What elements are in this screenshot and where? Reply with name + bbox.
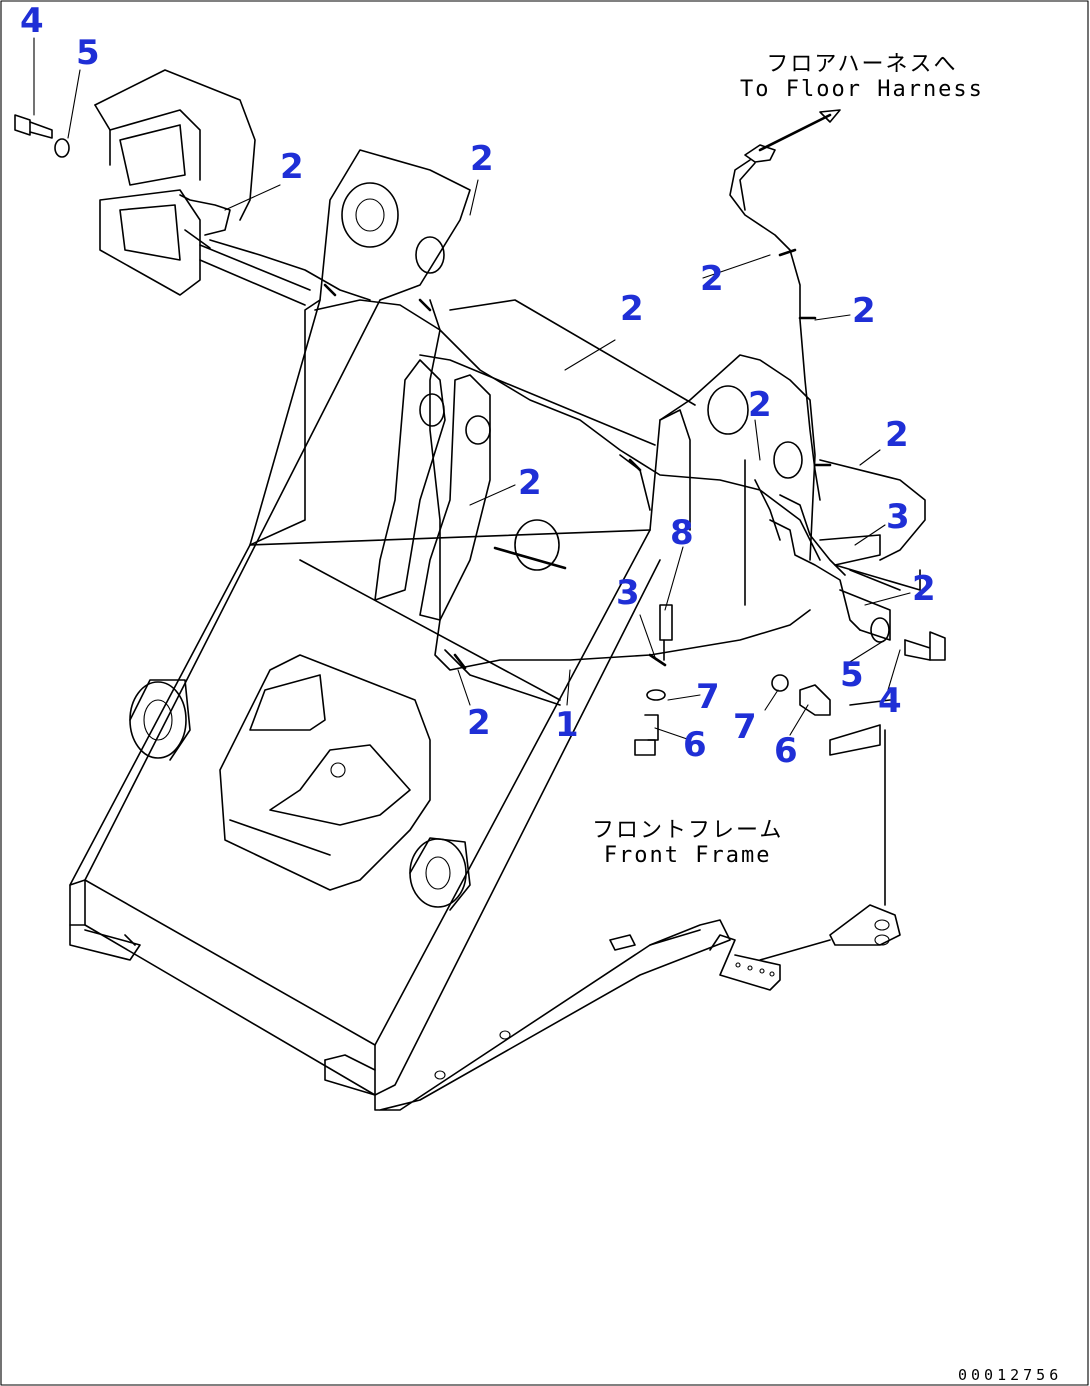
callout-7-washer: 7 (733, 707, 757, 747)
callout-5-washer: 5 (840, 655, 864, 695)
callout-2-clamp: 2 (620, 289, 644, 329)
callout-6-bolt: 6 (774, 731, 798, 771)
floor-harness-caption: フロアハーネスへ To Floor Harness (740, 52, 984, 103)
left-work-lamp (14, 69, 311, 306)
callout-5-washer: 5 (76, 33, 100, 73)
floor-harness-caption-jp: フロアハーネスへ (766, 52, 958, 77)
callout-2-clamp: 2 (885, 415, 909, 455)
callout-3-clip: 3 (616, 573, 640, 613)
leader-lines (33, 37, 911, 741)
callout-2-clamp: 2 (748, 385, 772, 425)
callout-6-bolt: 6 (683, 725, 707, 765)
callout-2-clamp: 2 (467, 703, 491, 743)
front-frame-caption: フロントフレーム Front Frame (592, 818, 783, 869)
callout-8-bracket: 8 (670, 513, 694, 553)
callout-2-clamp: 2 (912, 569, 936, 609)
callout-2-clamp: 2 (518, 463, 542, 503)
callout-2-clamp: 2 (280, 147, 304, 187)
front-frame-body (69, 149, 816, 1096)
front-frame-caption-en: Front Frame (603, 843, 772, 869)
callout-1-harness: 1 (555, 705, 579, 745)
callout-4-bolt: 4 (878, 681, 902, 721)
front-frame-base (69, 729, 901, 1111)
right-work-lamp (819, 459, 946, 756)
callout-7-washer: 7 (696, 677, 720, 717)
floor-harness-caption-en: To Floor Harness (740, 77, 984, 103)
callout-4-bolt: 4 (20, 1, 44, 41)
front-frame-caption-jp: フロントフレーム (592, 818, 784, 843)
callout-2-clamp: 2 (470, 139, 494, 179)
wiring-harness (209, 109, 861, 756)
callout-3-clip: 3 (886, 497, 910, 537)
callout-2-clamp: 2 (700, 259, 724, 299)
document-number: 00012756 (958, 1366, 1063, 1384)
callout-2-clamp: 2 (852, 291, 876, 331)
